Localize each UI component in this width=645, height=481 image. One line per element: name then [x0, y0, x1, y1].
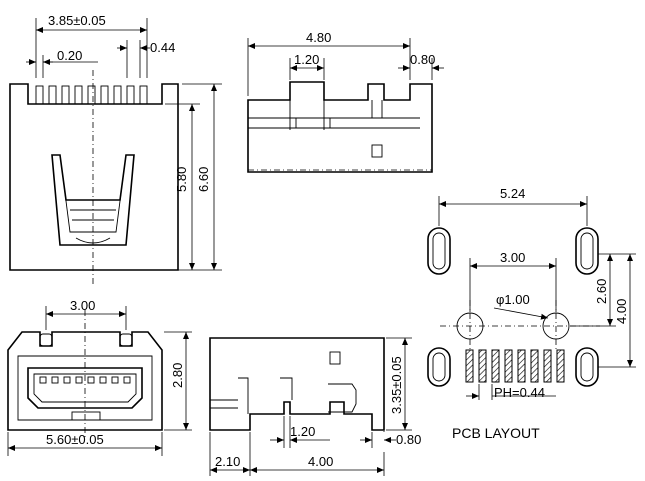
- dim-top-width: 3.85±0.05: [48, 13, 106, 28]
- top-view: 3.85±0.05 0.20 0.44 5.80 6.60: [9, 13, 222, 285]
- dim-front-tab-spacing: 3.00: [70, 298, 95, 313]
- dim-side-step: 1.20: [294, 52, 319, 67]
- pcb-layout-title: PCB LAYOUT: [452, 425, 540, 441]
- pcb-dim-width: 5.24: [500, 186, 525, 201]
- dim-pitch: 0.44: [150, 40, 175, 55]
- dim-pin-width: 0.20: [57, 48, 82, 63]
- dim-side-height: 3.35±0.05: [389, 356, 404, 414]
- pcb-layout: 5.24 3.00 φ1.00 2.60 4.00 PH=0.44 PCB LA…: [427, 186, 636, 441]
- dim-front-width: 5.60±0.05: [46, 432, 104, 447]
- dim-side-bottom-step: 1.20: [290, 424, 315, 439]
- dim-front-height: 2.80: [170, 363, 185, 388]
- pcb-dim-total-height: 4.00: [614, 299, 629, 324]
- dim-total-height: 6.60: [196, 167, 211, 192]
- dim-side-offset: 2.10: [215, 454, 240, 469]
- dim-side-length: 4.80: [306, 30, 331, 45]
- side-view-bottom: 3.35±0.05 1.20 0.80 2.10 4.00: [209, 337, 421, 476]
- pcb-dim-row-spacing: 2.60: [594, 279, 609, 304]
- dim-body-height: 5.80: [174, 167, 189, 192]
- pcb-dim-hole-dia: φ1.00: [496, 292, 530, 307]
- dim-side-tab: 0.80: [410, 52, 435, 67]
- dim-side-bottom-length: 4.00: [308, 454, 333, 469]
- pcb-dim-hole-spacing: 3.00: [500, 250, 525, 265]
- pcb-dim-pitch: PH=0.44: [494, 385, 545, 400]
- front-view: 3.00 5.60±0.05 2.80: [7, 298, 192, 456]
- side-view-top: 4.80 1.20 0.80: [247, 30, 444, 173]
- dim-side-bottom-tab: 0.80: [396, 432, 421, 447]
